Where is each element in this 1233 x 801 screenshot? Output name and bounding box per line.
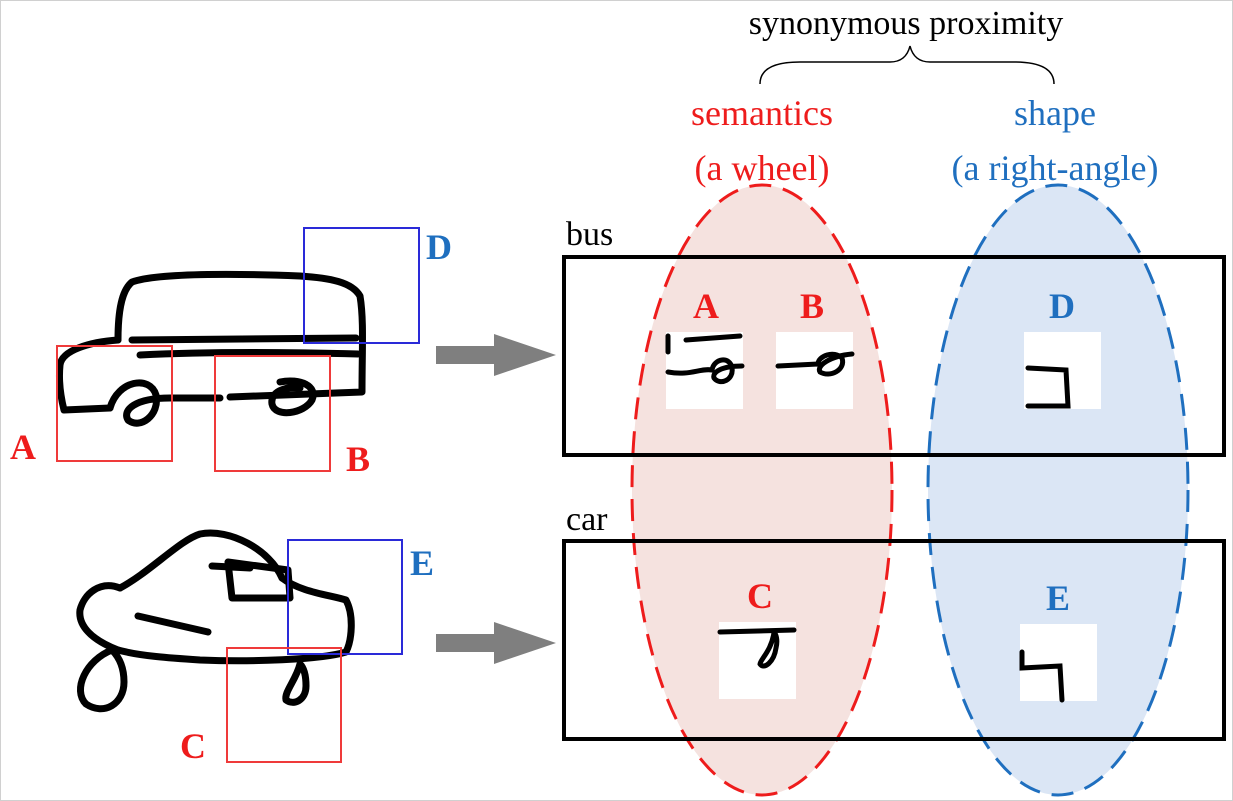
bus-sketch <box>56 270 366 427</box>
patch-thumb-D <box>1024 332 1101 409</box>
bus-belt-line <box>136 349 362 359</box>
patch-label-B: B <box>800 286 824 326</box>
patch-thumb-B <box>775 332 855 409</box>
sketch-label-D: D <box>426 227 452 267</box>
car-arrow <box>436 622 556 664</box>
patch-label-E: E <box>1046 578 1070 618</box>
bus-wheel-front <box>106 379 224 427</box>
car-window-top <box>208 562 254 572</box>
bus-front <box>56 336 122 414</box>
bus-row-box <box>562 255 1226 457</box>
car-label: car <box>566 501 608 538</box>
patch-label-D: D <box>1049 286 1075 326</box>
bus-window-line <box>128 334 360 344</box>
bus-body-top <box>114 270 366 401</box>
sketch-label-A: A <box>10 427 36 467</box>
patch-box-B <box>214 355 331 472</box>
semantics-title: semantics <box>691 93 833 133</box>
bus-wheel-back <box>268 377 317 417</box>
car-sketch <box>76 529 355 713</box>
patch-thumb-C <box>717 622 797 699</box>
car-wheel-back <box>282 660 310 706</box>
car-body <box>114 574 355 665</box>
car-row-box <box>562 539 1226 741</box>
sketch-label-C: C <box>180 726 206 766</box>
patch-box-A <box>56 345 173 462</box>
patch-thumb-A <box>665 332 745 409</box>
shape-title: shape <box>1014 93 1096 133</box>
patch-label-A: A <box>693 286 719 326</box>
sketch-label-E: E <box>410 543 434 583</box>
patch-box-D <box>303 227 420 344</box>
group-label: synonymous proximity <box>749 5 1064 42</box>
patch-thumb-E <box>1019 624 1097 703</box>
car-wheel-front <box>77 646 128 713</box>
group-brace <box>759 45 1055 85</box>
car-front <box>76 582 124 654</box>
patch-box-C <box>226 647 342 763</box>
semantics-ellipse <box>630 183 894 797</box>
car-roof <box>116 529 286 592</box>
shape-subtitle: (a right-angle) <box>952 148 1159 188</box>
car-window <box>224 558 294 602</box>
sketch-label-B: B <box>346 439 370 479</box>
bus-arrow <box>436 334 556 376</box>
patch-label-C: C <box>747 576 773 616</box>
shape-ellipse <box>926 183 1190 797</box>
semantics-subtitle: (a wheel) <box>695 148 830 188</box>
patch-box-E <box>287 539 403 655</box>
car-side-line <box>134 612 212 636</box>
bus-label: bus <box>566 216 613 253</box>
